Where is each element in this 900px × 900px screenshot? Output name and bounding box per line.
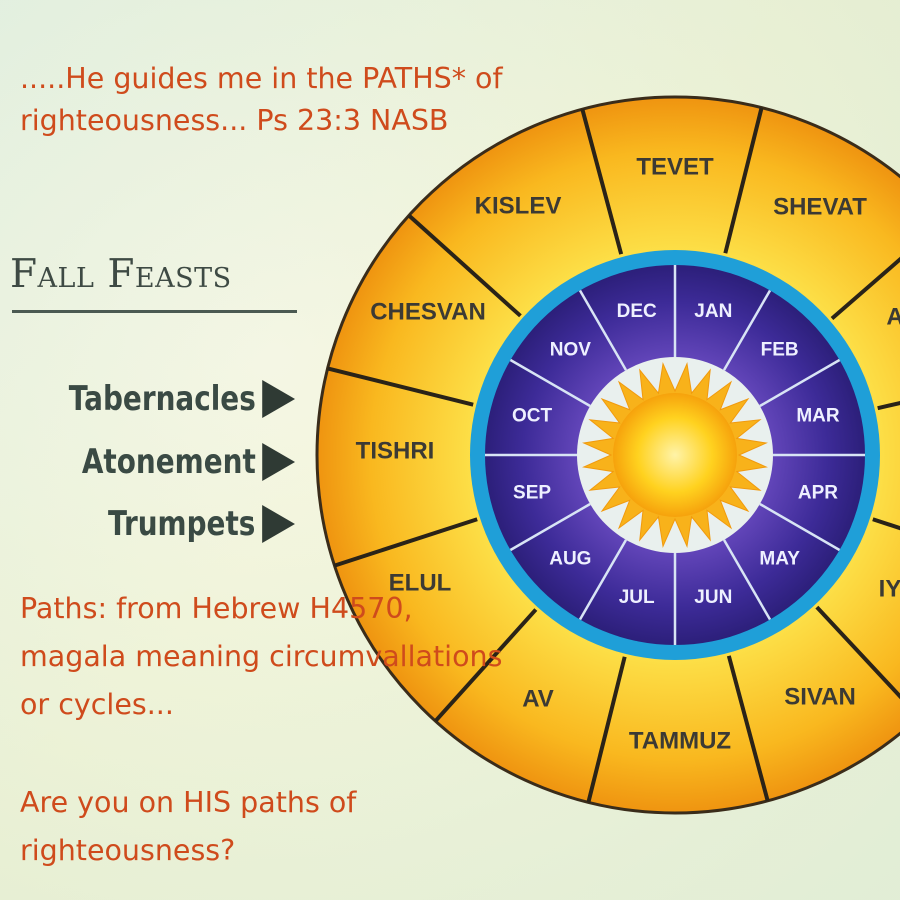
- hebrew-month-label: TAMMUZ: [629, 727, 731, 754]
- hebrew-month-label: IY: [879, 575, 900, 602]
- triangle-arrow-icon: [262, 505, 295, 543]
- outer-divider-4: [872, 517, 900, 531]
- outer-divider-1: [723, 107, 764, 254]
- outer-divider-7: [586, 656, 627, 803]
- hebrew-month-label: TISHRI: [356, 437, 435, 464]
- gregorian-month-label: SEP: [513, 482, 551, 503]
- feast-atonement: Atonement: [82, 438, 295, 486]
- outer-divider-8: [433, 608, 538, 723]
- hebrew-month-label: SIVAN: [784, 683, 856, 710]
- gregorian-month-label: MAR: [796, 406, 840, 427]
- outer-divider-2: [830, 256, 900, 321]
- verse-line-2: righteousness... Ps 23:3 NASB: [20, 104, 449, 137]
- gregorian-month-label: OCT: [512, 406, 553, 427]
- inner-divider-4: [759, 502, 841, 552]
- note-line-1: Paths: from Hebrew H4570,: [20, 592, 413, 625]
- gregorian-month-label: JAN: [694, 301, 732, 322]
- inner-divider-8: [509, 502, 591, 552]
- verse-text: .....He guides me in the PATHS* of right…: [20, 58, 580, 142]
- inner-divider-5: [722, 539, 772, 621]
- gregorian-month-label: DEC: [617, 301, 657, 322]
- hebrew-month-label: TEVET: [636, 153, 714, 180]
- feast-label: Trumpets: [108, 504, 256, 544]
- inner-divider-2: [759, 358, 841, 408]
- sun: [613, 393, 737, 517]
- fall-feasts-divider: [12, 310, 297, 313]
- inner-ring-dividers: [485, 265, 865, 645]
- hebrew-month-label: KISLEV: [475, 192, 562, 219]
- inner-divider-10: [509, 358, 591, 408]
- inner-divider-11: [578, 289, 628, 371]
- inner-divider-7: [578, 539, 628, 621]
- triangle-arrow-icon: [262, 443, 295, 481]
- feast-label: Atonement: [81, 442, 256, 482]
- feast-trumpets: Trumpets: [108, 500, 295, 548]
- feast-tabernacles: Tabernacles: [69, 375, 295, 423]
- outer-divider-10: [327, 366, 474, 407]
- outer-divider-6: [726, 655, 770, 802]
- fall-feasts-title-text: Fall Feasts: [10, 252, 232, 297]
- note-line-4: Are you on HIS paths of: [20, 786, 357, 819]
- gregorian-month-label: JUN: [694, 587, 732, 608]
- triangle-arrow-icon: [262, 380, 295, 418]
- outer-divider-5: [815, 605, 900, 700]
- verse-line-1: .....He guides me in the PATHS* of: [20, 62, 503, 95]
- hebrew-month-label: A: [886, 303, 900, 330]
- outer-divider-0: [580, 108, 624, 255]
- outer-divider-9: [333, 517, 478, 568]
- outer-ring-dividers: [327, 107, 900, 803]
- gregorian-month-label: JUL: [619, 587, 655, 608]
- gregorian-month-label: APR: [798, 482, 838, 503]
- note-line-5: righteousness?: [20, 834, 236, 867]
- gregorian-month-label: AUG: [549, 549, 591, 570]
- hebrew-month-label: AV: [522, 685, 554, 712]
- outer-divider-11: [407, 213, 522, 318]
- hebrew-month-label: SHEVAT: [773, 193, 867, 220]
- hebrew-month-label: ELUL: [389, 569, 452, 596]
- note-line-3: or cycles...: [20, 688, 174, 721]
- note-line-2: magala meaning circumvallations: [20, 640, 503, 673]
- gregorian-month-label: MAY: [759, 549, 800, 570]
- hebrew-month-label: CHESVAN: [370, 298, 486, 325]
- feast-label: Tabernacles: [68, 379, 256, 419]
- inner-divider-1: [722, 289, 772, 371]
- gregorian-month-label: NOV: [550, 339, 592, 360]
- gregorian-month-label: FEB: [761, 339, 799, 360]
- fall-feasts-title: Fall Feasts: [10, 252, 232, 297]
- gregorian-month-labels: JAN FEB MAR APR MAY JUN JUL AUG SEP OCT NOV DEC: [512, 301, 840, 608]
- hebrew-month-labels: TEVET SHEVAT A IY SIVAN TAMMUZ AV ELUL TISHRI CHE…: [356, 153, 900, 754]
